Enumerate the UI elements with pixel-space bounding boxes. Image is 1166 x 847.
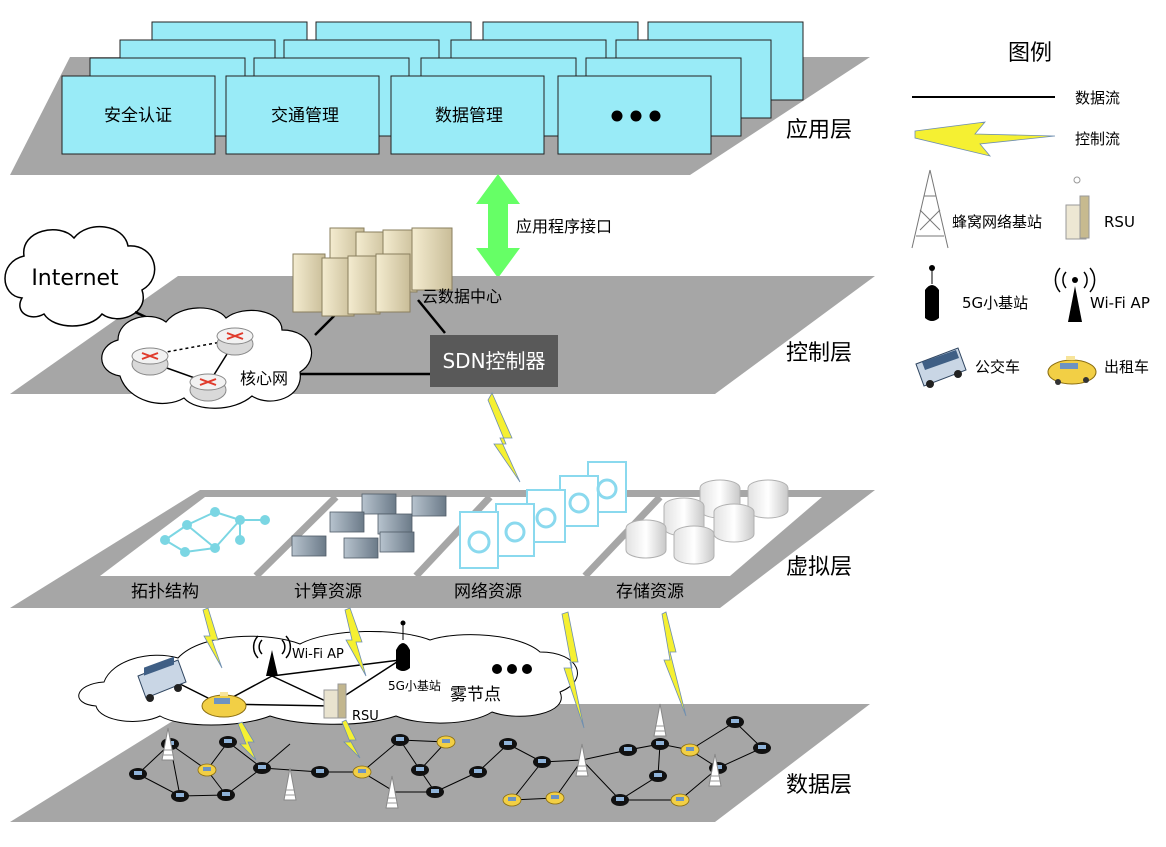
server-icon — [292, 227, 453, 317]
app-box-more[interactable] — [557, 75, 712, 155]
app-label-data: 数据管理 — [435, 106, 503, 126]
ellipsis-icon — [492, 664, 532, 674]
layer-label-virtual: 虚拟层 — [786, 555, 852, 580]
compute-icon — [291, 493, 447, 559]
cloud-dc-label: 云数据中心 — [422, 287, 502, 306]
rsu-icon — [1065, 176, 1090, 240]
application-layer: 安全认证 交通管理 数据管理 应用层 — [10, 21, 870, 175]
taxi-icon — [1047, 356, 1097, 385]
legend-data-flow: 数据流 — [1075, 89, 1120, 107]
resource-label-storage: 存储资源 — [616, 582, 684, 602]
sdn-label: SDN控制器 — [442, 349, 545, 373]
legend-control-flow: 控制流 — [1075, 130, 1120, 148]
control-flow-bolt — [487, 392, 521, 483]
virtual-layer: 拓扑结构 计算资源 网络资源 存储资源 虚拟层 — [10, 461, 875, 608]
layer-label-data: 数据层 — [786, 773, 852, 798]
cloud-datacenter: 云数据中心 — [292, 227, 502, 317]
fog-node-label: 雾节点 — [450, 685, 501, 705]
internet-cloud: Internet — [4, 225, 156, 327]
api-arrow: 应用程序接口 — [476, 174, 612, 278]
wifi-ap-icon — [252, 635, 292, 676]
router-icon — [131, 347, 169, 376]
fog-wifi-label: Wi-Fi AP — [292, 647, 344, 662]
resource-label-compute: 计算资源 — [294, 582, 362, 602]
app-box-data[interactable]: 数据管理 — [390, 75, 545, 155]
internet-label: Internet — [31, 266, 119, 291]
sdn-controller[interactable]: SDN控制器 — [430, 335, 558, 387]
wifi-ap-icon — [1054, 267, 1096, 322]
topology-graphic — [160, 507, 270, 557]
router-icon — [189, 373, 227, 402]
storage-icon — [625, 479, 789, 565]
fog-smallcell-label: 5G小基站 — [388, 679, 441, 693]
fog-rsu-label: RSU — [352, 709, 379, 724]
ellipsis-icon — [611, 110, 623, 122]
app-box-security[interactable]: 安全认证 — [61, 75, 216, 155]
legend-bus: 公交车 — [975, 358, 1020, 376]
app-label-security: 安全认证 — [104, 106, 172, 126]
layer-label-control: 控制层 — [786, 341, 852, 366]
bus-icon — [137, 656, 187, 702]
layer-label-application: 应用层 — [786, 118, 852, 143]
app-box-traffic[interactable]: 交通管理 — [225, 75, 380, 155]
bus-icon — [915, 347, 967, 388]
legend-title: 图例 — [1008, 41, 1052, 66]
resource-label-topology: 拓扑结构 — [131, 582, 199, 602]
control-flow-bolts — [202, 607, 687, 761]
router-icon — [216, 327, 254, 356]
data-layer: 数据层 — [10, 703, 870, 822]
control-flow-bolt-icon — [914, 121, 1056, 157]
core-network-label: 核心网 — [240, 369, 288, 388]
rsu-icon — [323, 683, 347, 719]
small-cell-icon — [396, 620, 410, 671]
legend-taxi: 出租车 — [1104, 358, 1149, 376]
legend-rsu: RSU — [1104, 213, 1135, 231]
api-label: 应用程序接口 — [516, 217, 612, 236]
core-network-cloud: 核心网 — [101, 307, 313, 409]
control-layer: Internet — [4, 225, 875, 409]
fog-cloud: Wi-Fi AP 5G小基站 RSU 雾节点 — [78, 620, 578, 726]
legend-wifi-ap: Wi-Fi AP — [1090, 294, 1150, 312]
legend-small-cell: 5G小基站 — [962, 294, 1028, 312]
app-label-traffic: 交通管理 — [271, 106, 339, 126]
network-resource-icon — [459, 461, 627, 569]
legend-cell-tower: 蜂窝网络基站 — [952, 213, 1042, 231]
taxi-icon — [201, 692, 247, 718]
resource-label-network: 网络资源 — [454, 582, 522, 602]
cell-tower-icon — [911, 169, 949, 249]
legend: 图例 数据流 控制流 蜂窝网络基站 RSU 5G小基站 W — [911, 41, 1150, 388]
small-cell-icon — [925, 265, 939, 321]
